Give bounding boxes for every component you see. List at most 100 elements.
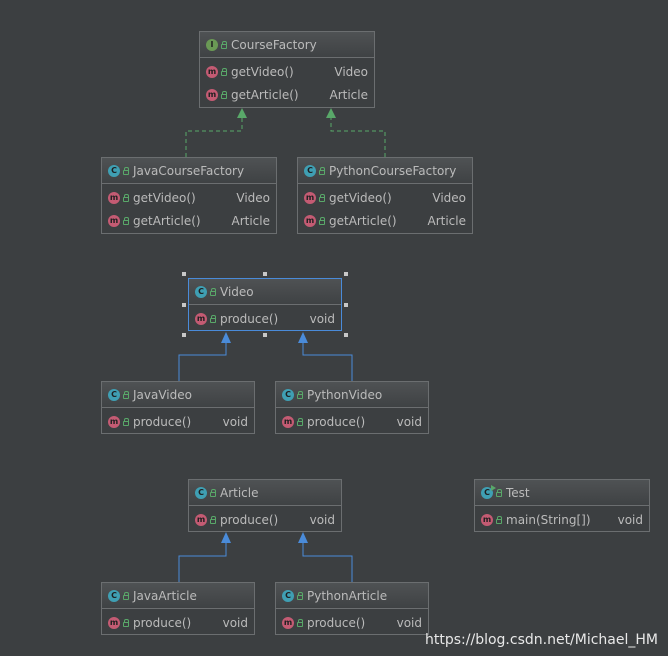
method-icon: m (195, 513, 207, 526)
method-icon: m (304, 214, 316, 227)
node-title: JavaArticle (133, 588, 197, 603)
extends-arrowhead-python-video (298, 332, 308, 343)
return-type: void (617, 512, 643, 527)
return-type: void (309, 512, 335, 527)
public-lock-icon (496, 489, 502, 497)
selection-handle[interactable] (344, 333, 348, 337)
method-row[interactable]: m getVideo() Video (102, 186, 276, 209)
implements-arrowhead-right (326, 108, 336, 118)
method-icon: m (282, 415, 294, 428)
public-lock-icon (221, 91, 227, 99)
public-lock-icon (123, 619, 129, 627)
method-row[interactable]: m produce() void (276, 410, 428, 433)
interface-icon: I (206, 38, 218, 51)
interface-course-factory[interactable]: I CourseFactory m getVideo() Video m get… (199, 31, 375, 108)
method-icon: m (108, 191, 120, 204)
class-icon: C (304, 164, 316, 177)
node-title: PythonVideo (307, 387, 383, 402)
node-title: PythonCourseFactory (329, 163, 457, 178)
extends-java-video (178, 341, 227, 381)
class-video[interactable]: C Video m produce() void (188, 278, 342, 331)
selection-handle[interactable] (182, 272, 186, 276)
method-row[interactable]: m getVideo() Video (200, 60, 374, 83)
selection-handle[interactable] (344, 272, 348, 276)
method-name: produce() (133, 615, 192, 630)
method-icon: m (195, 312, 207, 325)
public-lock-icon (297, 592, 303, 600)
selection-handle[interactable] (344, 303, 348, 307)
method-row[interactable]: m produce() void (276, 611, 428, 634)
return-type: void (222, 615, 248, 630)
selection-handle[interactable] (182, 333, 186, 337)
node-header: C PythonArticle (276, 583, 428, 609)
method-icon: m (206, 88, 218, 101)
class-java-article[interactable]: C JavaArticle m produce() void (101, 582, 255, 635)
method-name: produce() (220, 512, 279, 527)
class-icon: C (282, 589, 294, 602)
method-name: produce() (220, 311, 279, 326)
node-header: C Test (475, 480, 649, 506)
selection-handle[interactable] (182, 303, 186, 307)
class-icon: C (108, 164, 120, 177)
class-icon: C (282, 388, 294, 401)
class-python-article[interactable]: C PythonArticle m produce() void (275, 582, 429, 635)
return-type: void (222, 414, 248, 429)
return-type: Article (231, 213, 271, 228)
node-header: C JavaCourseFactory (102, 158, 276, 184)
public-lock-icon (123, 391, 129, 399)
return-type: void (396, 414, 422, 429)
return-type: Video (236, 190, 270, 205)
selection-handle[interactable] (263, 272, 267, 276)
class-python-video[interactable]: C PythonVideo m produce() void (275, 381, 429, 434)
method-row[interactable]: m produce() void (189, 307, 341, 330)
extends-arrowhead-java-video (221, 332, 231, 343)
public-lock-icon (210, 315, 216, 323)
method-row[interactable]: m getArticle() Article (200, 83, 374, 106)
method-name: getArticle() (133, 213, 201, 228)
class-test[interactable]: C Test m main(String[]) void (474, 479, 650, 532)
static-method-icon: m (481, 513, 493, 526)
public-lock-icon (319, 217, 325, 225)
public-lock-icon (210, 489, 216, 497)
public-lock-icon (123, 217, 129, 225)
node-header: C JavaVideo (102, 382, 254, 408)
class-java-video[interactable]: C JavaVideo m produce() void (101, 381, 255, 434)
return-type: Article (427, 213, 467, 228)
method-row[interactable]: m main(String[]) void (475, 508, 649, 531)
method-icon: m (108, 214, 120, 227)
method-row[interactable]: m getArticle() Article (102, 209, 276, 232)
method-row[interactable]: m getArticle() Article (298, 209, 472, 232)
method-name: produce() (307, 414, 366, 429)
extends-python-video (302, 341, 353, 381)
public-lock-icon (123, 167, 129, 175)
method-row[interactable]: m produce() void (102, 611, 254, 634)
public-lock-icon (210, 288, 216, 296)
class-icon: C (108, 388, 120, 401)
class-java-course-factory[interactable]: C JavaCourseFactory m getVideo() Video m… (101, 157, 277, 234)
node-header: C Article (189, 480, 341, 506)
node-header: C PythonVideo (276, 382, 428, 408)
public-lock-icon (221, 41, 227, 49)
method-row[interactable]: m produce() void (102, 410, 254, 433)
node-title: Article (220, 485, 259, 500)
node-title: Video (220, 284, 254, 299)
method-name: getVideo() (133, 190, 196, 205)
implements-java-course-factory (185, 115, 243, 157)
class-article[interactable]: C Article m produce() void (188, 479, 342, 532)
extends-arrowhead-java-article (221, 532, 231, 543)
method-name: getArticle() (329, 213, 397, 228)
node-title: JavaCourseFactory (133, 163, 245, 178)
class-icon: C (195, 486, 207, 499)
method-row[interactable]: m getVideo() Video (298, 186, 472, 209)
method-name: getVideo() (231, 64, 294, 79)
method-icon: m (108, 616, 120, 629)
node-header: C JavaArticle (102, 583, 254, 609)
return-type: void (396, 615, 422, 630)
selection-handle[interactable] (263, 333, 267, 337)
node-title: Test (506, 485, 530, 500)
class-python-course-factory[interactable]: C PythonCourseFactory m getVideo() Video… (297, 157, 473, 234)
implements-python-course-factory (330, 115, 386, 157)
runnable-class-icon: C (481, 484, 496, 499)
method-row[interactable]: m produce() void (189, 508, 341, 531)
